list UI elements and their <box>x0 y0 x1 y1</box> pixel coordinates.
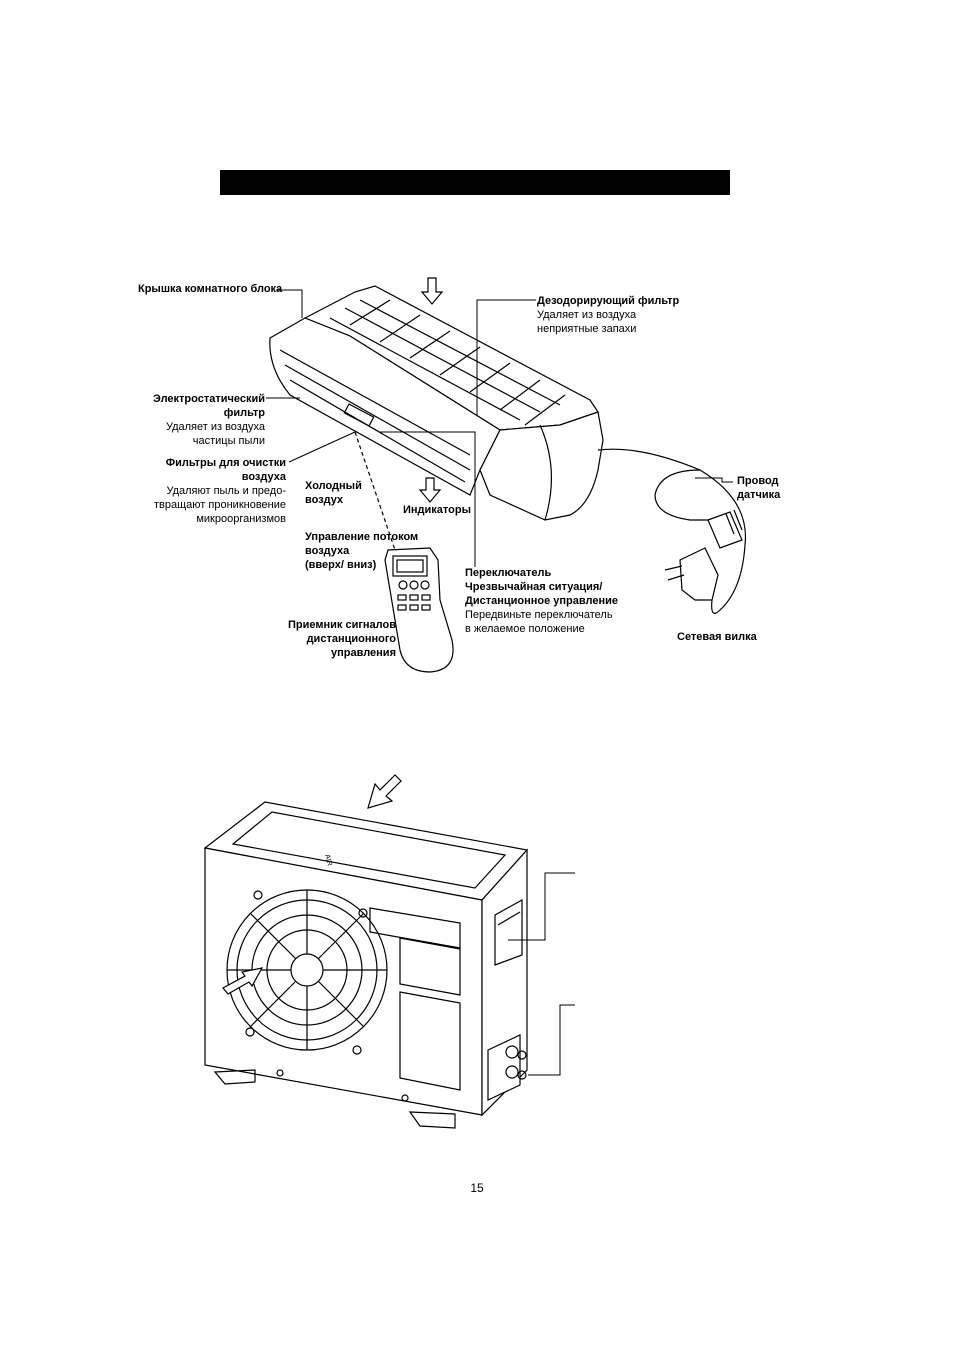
label-switch: Переключатель Чрезвычайная ситуация/ Дис… <box>465 566 618 636</box>
label-cold-air: Холодный воздух <box>305 479 362 507</box>
label-airflow-control: Управление потоком воздуха (вверх/ вниз) <box>305 530 418 572</box>
outdoor-air-in-arrow-icon <box>368 775 401 808</box>
label-electrostatic-filter: Электростатический фильтр Удаляет из воз… <box>153 392 265 448</box>
label-remote-receiver: Приемник сигналов дистанционного управле… <box>288 618 396 660</box>
label-indicators: Индикаторы <box>403 503 471 517</box>
label-air-filters: Фильтры для очистки воздуха Удаляют пыль… <box>154 456 286 526</box>
label-mains-plug: Сетевая вилка <box>677 630 757 644</box>
label-sensor-wire: Провод датчика <box>737 474 780 502</box>
page-number: 15 <box>0 1181 954 1195</box>
label-cover: Крышка комнатного блока <box>138 282 282 296</box>
label-deodorizing-filter: Дезодорирующий фильтр Удаляет из воздуха… <box>537 294 679 336</box>
